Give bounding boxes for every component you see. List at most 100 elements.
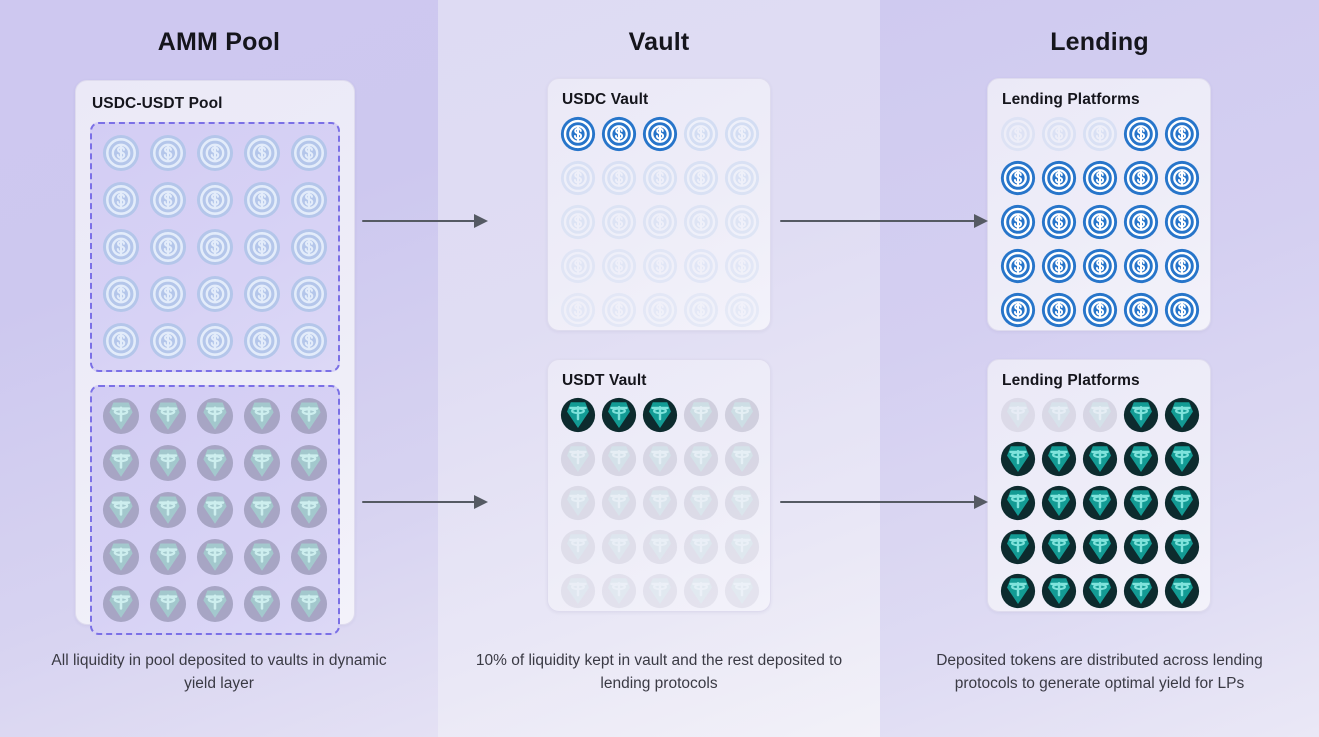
usdc-coin-icon [244,134,281,172]
usdc-coin-icon [642,292,678,328]
usdt-coin-icon [1082,529,1118,565]
usdc-coin-icon [291,134,328,172]
usdt-coin-icon [724,441,760,477]
usdc-coin-icon [149,228,186,266]
usdc-vault-card: USDC Vault [547,78,771,331]
usdc-coin-icon [1082,160,1118,196]
usdt-coin-icon [683,529,719,565]
usdt-coin-icon [683,485,719,521]
usdt-coin-icon [244,444,281,482]
usdc-coin-icon [291,275,328,313]
usdc-coin-icon [1123,116,1159,152]
usdt-coin-icon [1041,441,1077,477]
usdc-coin-icon [724,248,760,284]
usdc-coin-icon [683,248,719,284]
usdt-vault-token-grid [560,397,760,609]
usdc-coin-icon [724,116,760,152]
lending-usdc-token-grid [1000,116,1200,328]
usdt-coin-icon [1164,397,1200,433]
usdt-coin-icon [560,573,596,609]
usdt-coin-icon [1164,529,1200,565]
usdc-coin-icon [1082,116,1118,152]
usdt-coin-icon [1123,573,1159,609]
column-title-lending: Lending [1050,28,1149,56]
usdc-coin-icon [642,204,678,240]
usdc-coin-icon [1041,160,1077,196]
column-title-amm: AMM Pool [157,28,281,56]
usdc-coin-icon [149,181,186,219]
usdc-coin-icon [560,204,596,240]
arrow-head-icon [474,214,488,228]
column-vault: Vault USDC Vault USDT Vault 10% of liqui… [438,0,880,737]
usdc-coin-icon [244,275,281,313]
column-amm-pool: AMM Pool USDC-USDT Pool All liquidity in… [0,0,438,737]
usdt-coin-icon [244,397,281,435]
usdt-coin-icon [560,529,596,565]
usdc-coin-icon [102,228,139,266]
lending-usdt-card-title: Lending Platforms [1002,372,1140,389]
usdt-coin-icon [1164,573,1200,609]
usdc-coin-icon [149,322,186,360]
usdc-coin-icon [102,275,139,313]
usdc-coin-icon [601,292,637,328]
usdt-coin-icon [149,538,186,576]
usdc-vault-card-title: USDC Vault [562,91,649,108]
lending-usdc-card-title: Lending Platforms [1002,91,1140,108]
usdc-coin-icon [102,134,139,172]
usdc-coin-icon [724,160,760,196]
usdt-coin-icon [1041,573,1077,609]
usdc-coin-icon [1123,160,1159,196]
usdc-coin-icon [601,160,637,196]
usdc-coin-icon [1000,248,1036,284]
usdc-coin-icon [291,322,328,360]
usdt-coin-icon [601,485,637,521]
arrow-pool-to-usdc-vault [362,214,488,228]
usdt-coin-icon [1123,397,1159,433]
usdc-coin-icon [1123,204,1159,240]
usdt-coin-icon [149,444,186,482]
column-title-vault: Vault [628,28,690,56]
usdt-coin-icon [724,485,760,521]
usdt-coin-icon [1082,573,1118,609]
caption-lending: Deposited tokens are distributed across … [936,652,1263,692]
usdc-coin-icon [560,248,596,284]
arrow-head-icon [974,495,988,509]
usdt-coin-icon [642,441,678,477]
column-lending: Lending Lending Platforms Lending Platfo… [880,0,1319,737]
usdc-coin-icon [196,181,234,219]
usdc-coin-icon [601,116,637,152]
usdt-coin-icon [244,585,281,623]
usdt-coin-icon [601,441,637,477]
usdt-coin-icon [1082,485,1118,521]
usdt-coin-icon [642,573,678,609]
usdt-coin-icon [102,397,139,435]
usdt-coin-icon [291,444,328,482]
usdt-coin-icon [102,585,139,623]
amm-usdc-token-grid [100,134,330,360]
usdc-coin-icon [291,181,328,219]
usdc-coin-icon [560,160,596,196]
usdt-vault-card: USDT Vault [547,359,771,612]
amm-usdt-dashed-box [90,385,340,635]
usdt-coin-icon [1000,529,1036,565]
usdc-vault-token-grid [560,116,760,328]
usdt-coin-icon [149,397,186,435]
usdc-coin-icon [1000,204,1036,240]
usdt-coin-icon [724,397,760,433]
usdt-coin-icon [1000,485,1036,521]
amm-pool-card-title: USDC-USDT Pool [92,95,223,112]
usdt-coin-icon [1041,397,1077,433]
usdc-coin-icon [642,248,678,284]
usdt-coin-icon [102,444,139,482]
usdt-coin-icon [291,585,328,623]
usdt-coin-icon [1123,529,1159,565]
usdc-coin-icon [196,275,234,313]
usdc-coin-icon [1164,204,1200,240]
usdc-coin-icon [1164,292,1200,328]
usdc-coin-icon [683,116,719,152]
usdc-coin-icon [642,116,678,152]
usdt-coin-icon [1041,485,1077,521]
arrow-head-icon [474,495,488,509]
usdc-coin-icon [102,322,139,360]
